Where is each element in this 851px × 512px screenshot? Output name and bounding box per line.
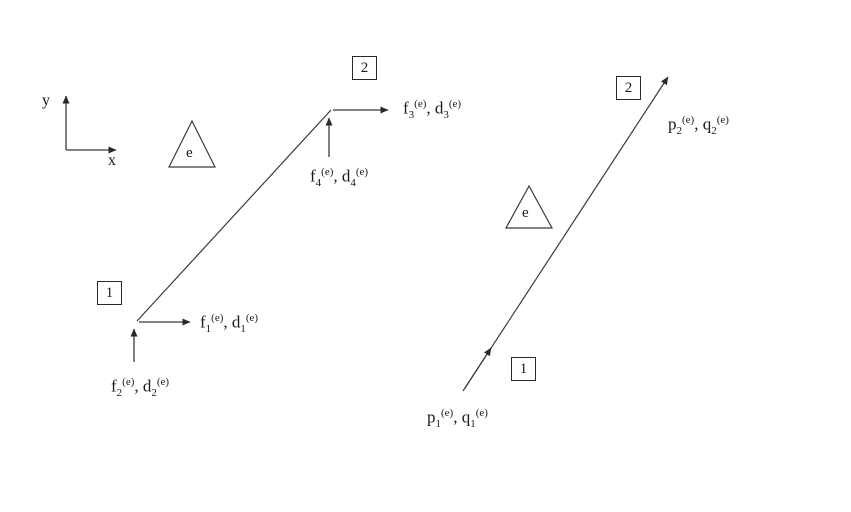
term-sup: (e) (475, 407, 488, 419)
label-f2-d2: f2(e), d2(e) (111, 376, 169, 399)
left-node-1-box: 1 (97, 281, 122, 305)
term-base: f (310, 166, 316, 186)
term-sup: (e) (414, 98, 427, 110)
separator: , (453, 407, 462, 427)
right-node-2-box: 2 (616, 76, 641, 100)
term-sub: 1 (435, 418, 442, 431)
p1-arrow (464, 347, 492, 389)
separator: , (223, 312, 232, 332)
term-sub: 4 (350, 177, 356, 190)
separator: , (333, 166, 342, 186)
term-base: d (231, 312, 241, 332)
term-sup: (e) (156, 376, 170, 388)
term-sup: (e) (448, 98, 462, 110)
term-base: q (702, 114, 712, 134)
term-sup: (e) (211, 312, 224, 324)
separator: , (694, 114, 703, 134)
term-sup: (e) (245, 312, 259, 324)
term-base: q (461, 407, 471, 427)
term-sub: 3 (443, 109, 449, 122)
separator: , (426, 98, 435, 118)
separator: , (134, 376, 143, 396)
term-sup: (e) (682, 114, 695, 126)
term-base: d (341, 166, 351, 186)
term-sub: 2 (116, 387, 123, 400)
label-p1-q1: p1(e), q1(e) (427, 407, 488, 430)
label-f4-d4: f4(e), d4(e) (310, 166, 368, 189)
term-sub: 2 (151, 387, 157, 400)
term-sub: 1 (240, 323, 246, 336)
left-element-label: e (186, 145, 193, 161)
term-sub: 2 (711, 125, 717, 138)
term-base: p (427, 407, 436, 427)
term-sup: (e) (321, 166, 334, 178)
term-sup: (e) (122, 376, 135, 388)
left-element-line (136, 109, 332, 322)
right-element-triangle-icon (504, 184, 554, 229)
term-sub: 4 (315, 177, 322, 190)
term-sub: 3 (408, 109, 415, 122)
term-base: f (403, 98, 409, 118)
left-node-2-box: 2 (352, 56, 377, 80)
term-base: f (200, 312, 206, 332)
x-axis-label: x (108, 152, 116, 169)
term-base: d (142, 376, 152, 396)
right-element-label: e (522, 205, 529, 221)
term-sub: 2 (676, 125, 683, 138)
term-base: d (434, 98, 444, 118)
y-axis-label: y (42, 92, 50, 109)
term-sup: (e) (716, 114, 729, 126)
right-node-1-box: 1 (511, 357, 536, 381)
term-sub: 1 (205, 323, 212, 336)
term-base: f (111, 376, 117, 396)
term-sup: (e) (441, 407, 454, 419)
left-element-triangle-icon (168, 119, 216, 168)
term-sub: 1 (470, 418, 476, 431)
label-p2-q2: p2(e), q2(e) (668, 114, 729, 137)
label-f3-d3: f3(e), d3(e) (403, 98, 461, 121)
label-f1-d1: f1(e), d1(e) (200, 312, 258, 335)
term-base: p (668, 114, 677, 134)
term-sup: (e) (355, 166, 369, 178)
right-element-line (462, 76, 669, 392)
